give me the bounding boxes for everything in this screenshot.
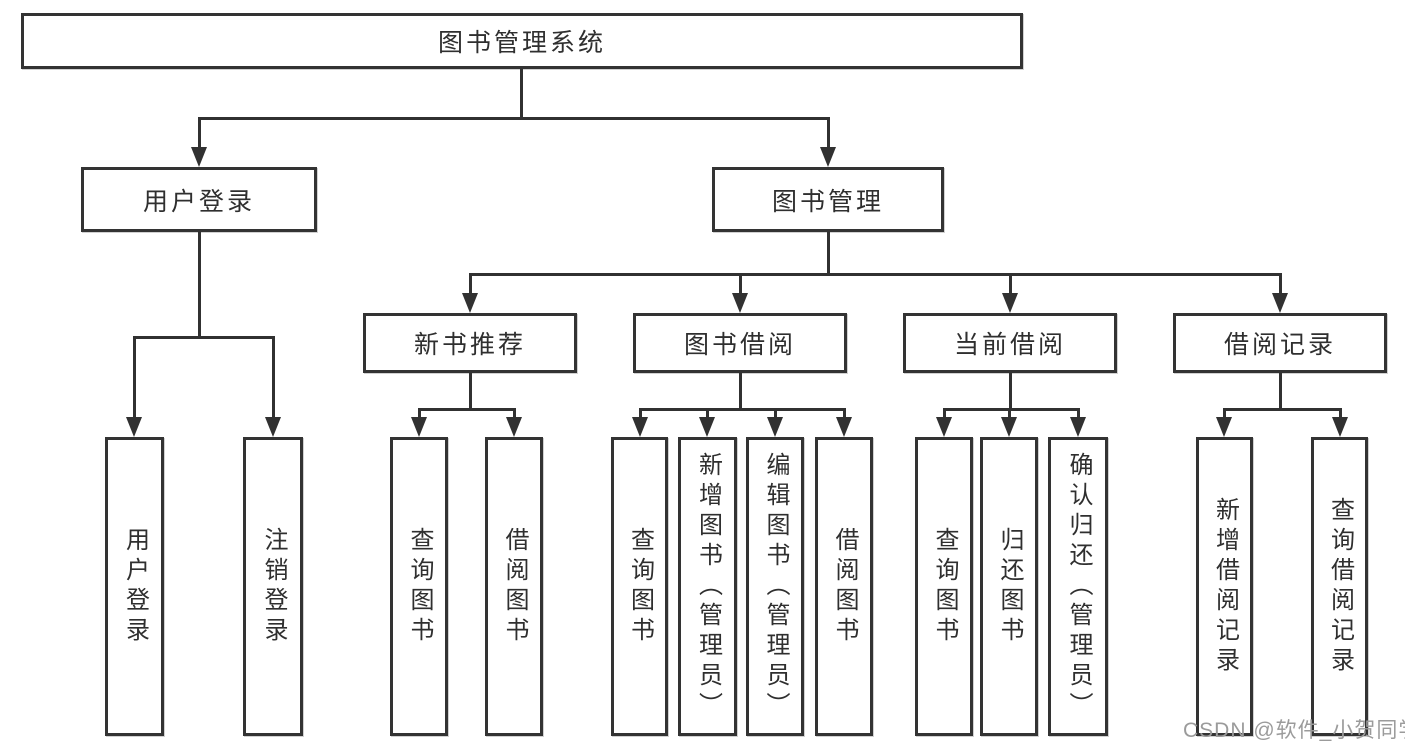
leaf-label: 查询图书 [626,526,654,647]
leaf-edit-books-admin: 编辑图书（管理员） [746,437,804,736]
arrow-down-icon [1001,417,1017,437]
arrow-down-icon [732,293,748,313]
connector-section-stem [1279,273,1282,295]
connector-section-stem [469,273,472,295]
connector-leaf-stem [418,408,421,419]
arrow-down-icon [1002,293,1018,313]
connector-userlogin-rail [133,336,275,339]
leaf-logout: 注销登录 [243,437,303,736]
leaf-add-borrow-record: 新增借阅记录 [1196,437,1253,736]
leaf-label: 注销登录 [260,526,287,647]
arrow-down-icon [820,147,836,167]
connector-section-rail [639,408,846,411]
leaf-return-books: 归还图书 [980,437,1038,736]
leaf-query-books: 查询图书 [915,437,973,736]
connector-leaf-stem [843,408,846,419]
leaf-label: 查询图书 [931,526,958,647]
node-user-login: 用户登录 [81,167,317,232]
connector-level2-rail [198,117,830,120]
csdn-watermark: CSDN @软件_小贺同学 [1183,719,1405,742]
leaf-label: 编辑图书（管理员） [762,451,789,722]
connector-leaf-stem [1339,408,1342,419]
arrow-down-icon [936,417,952,437]
leaf-confirm-return-admin: 确认归还（管理员） [1048,437,1108,736]
leaf-add-books-admin: 新增图书（管理员） [678,437,737,736]
leaf-label: 借阅图书 [831,526,858,647]
connector-leaf-stem [1223,408,1226,419]
connector-bookmgmt-stem [827,117,830,149]
connector-leaf-stem [943,408,946,419]
leaf-label: 新增图书（管理员） [694,451,722,722]
arrow-down-icon [836,417,852,437]
connector-section-down [739,373,742,408]
arrow-down-icon [191,147,207,167]
connector-userlogin-stem [198,117,201,149]
leaf-label: 归还图书 [996,526,1023,647]
connector-section-down [469,373,472,408]
node-borrow-record: 借阅记录 [1173,313,1387,373]
arrow-down-icon [699,417,715,437]
leaf-borrow-books: 借阅图书 [815,437,873,736]
arrow-down-icon [1070,417,1086,437]
arrow-down-icon [265,417,281,437]
connector-bookmgmt-down [827,232,830,273]
connector-section-rail [1223,408,1342,411]
leaf-borrow-books: 借阅图书 [485,437,543,736]
arrow-down-icon [1332,417,1348,437]
leaf-label: 借阅图书 [501,526,528,647]
leaf-label: 用户登录 [121,526,149,647]
arrow-down-icon [126,417,142,437]
connector-leaf-stem [1008,408,1011,419]
node-new-book-recommend: 新书推荐 [363,313,577,373]
node-book-borrow: 图书借阅 [633,313,847,373]
leaf-label: 查询借阅记录 [1326,496,1354,677]
connector-section-down [1279,373,1282,408]
arrow-down-icon [1272,293,1288,313]
arrow-down-icon [411,417,427,437]
leaf-query-books: 查询图书 [611,437,668,736]
connector-leaf-stem [1077,408,1080,419]
connector-leaf-stem [706,408,709,419]
connector-section-stem [1009,273,1012,295]
connector-leaf-stem [774,408,777,419]
connector-section-rail [418,408,516,411]
node-book-management: 图书管理 [712,167,944,232]
node-current-borrow: 当前借阅 [903,313,1117,373]
leaf-query-books: 查询图书 [390,437,448,736]
leaf-user-login: 用户登录 [105,437,164,736]
arrow-down-icon [1216,417,1232,437]
leaf-label: 确认归还（管理员） [1065,451,1092,722]
node-root: 图书管理系统 [21,13,1023,69]
connector-root-stem [520,69,523,117]
connector-section-down [1009,373,1012,408]
leaf-label: 新增借阅记录 [1211,496,1239,677]
connector-userlogin-down [198,232,201,336]
arrow-down-icon [767,417,783,437]
arrow-down-icon [632,417,648,437]
arrow-down-icon [506,417,522,437]
connector-leaf-stem [133,336,136,419]
connector-section-rail [943,408,1080,411]
connector-leaf-stem [639,408,642,419]
connector-leaf-stem [513,408,516,419]
leaf-label: 查询图书 [406,526,433,647]
connector-level3-rail [469,273,1282,276]
connector-leaf-stem [272,336,275,419]
arrow-down-icon [462,293,478,313]
leaf-query-borrow-record: 查询借阅记录 [1311,437,1368,736]
connector-section-stem [739,273,742,295]
